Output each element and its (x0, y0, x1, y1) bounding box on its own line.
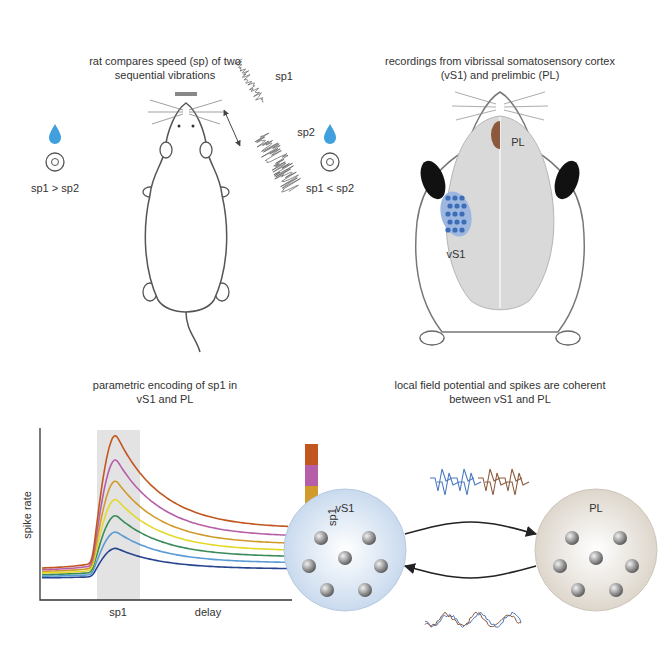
rat-eye (178, 125, 181, 128)
neuron (625, 559, 639, 573)
colorbar-cell (305, 465, 318, 486)
barrel (459, 227, 464, 232)
neuron (589, 551, 603, 565)
neuron (338, 551, 352, 565)
neuron (314, 531, 328, 545)
spike-waveform (437, 473, 459, 495)
text-label: sp2 (297, 125, 315, 139)
port (327, 159, 334, 166)
rat-tail (186, 312, 200, 352)
text-label: spike rate (20, 491, 34, 539)
panel-heading: parametric encoding of sp1 in vS1 and PL (85, 378, 245, 406)
paw (420, 331, 444, 345)
region-name: vS1 (283, 488, 407, 514)
lfp-trace (425, 612, 521, 627)
reward-port (321, 124, 339, 171)
barrel (452, 227, 457, 232)
rat-ear (200, 142, 212, 158)
spike-waveform (452, 469, 474, 491)
barrel (452, 195, 457, 200)
text-label: PL (511, 135, 524, 149)
paw (556, 331, 580, 345)
water-drop (49, 124, 61, 144)
pl-region (491, 121, 500, 149)
stimulus-probe (175, 92, 197, 96)
barrel (445, 211, 450, 216)
text-label: vS1 (447, 247, 466, 261)
barrel (447, 203, 452, 208)
reward-port (46, 124, 64, 171)
spike-waveform (500, 469, 522, 491)
barrel (447, 219, 452, 224)
head-outline (416, 92, 585, 332)
region-circle: PL (534, 488, 658, 612)
vibrations (234, 59, 304, 195)
rate-curve (42, 481, 288, 571)
text-label: sp1 (275, 69, 293, 83)
brain-figure (416, 92, 585, 345)
neuron (613, 531, 627, 545)
barrel (461, 203, 466, 208)
rat-ear (160, 142, 172, 158)
rate-curve (42, 436, 288, 568)
rate-curve (42, 460, 288, 570)
neuron (609, 583, 623, 597)
barrel (459, 195, 464, 200)
rat-eye (192, 125, 195, 128)
ear (550, 157, 584, 202)
water-drop (324, 124, 336, 144)
spike-waveform (430, 469, 452, 491)
barrel (459, 211, 464, 216)
neuron (302, 559, 316, 573)
lfp-trace (425, 612, 521, 626)
neuron (571, 583, 585, 597)
text-label: sp1 < sp2 (306, 181, 354, 195)
text-label: sp1 (109, 605, 127, 619)
rate-curves (42, 436, 288, 578)
port (321, 153, 339, 171)
barrel (445, 227, 450, 232)
barrel (445, 195, 450, 200)
barrel (454, 219, 459, 224)
port (46, 153, 64, 171)
rat-body (145, 103, 226, 312)
panel-heading: recordings from vibrissal somatosensory … (384, 54, 616, 82)
rat-figure (143, 92, 229, 352)
neuron (565, 531, 579, 545)
neuron (362, 531, 376, 545)
axes (40, 428, 292, 600)
circle-outline (535, 489, 657, 611)
vs1-region (436, 188, 477, 240)
text-label: sp1 (325, 508, 339, 526)
barrel (452, 211, 457, 216)
text-label: delay (195, 605, 221, 619)
vibration-trace (252, 129, 304, 195)
spike-waveforms (430, 469, 529, 495)
text-label: sp1 > sp2 (31, 181, 79, 195)
panel-heading: rat compares speed (sp) of two sequentia… (70, 54, 260, 82)
panel-heading: local field potential and spikes are coh… (394, 378, 606, 406)
region-circle: vS1 (283, 488, 407, 612)
spike-waveform (459, 473, 481, 495)
spike-waveform (478, 469, 500, 491)
stimulus-arrow (224, 110, 240, 146)
lfp-traces (425, 612, 521, 627)
barrel (461, 219, 466, 224)
colorbar-cell (305, 444, 318, 465)
brain (446, 116, 554, 310)
coupling-arrow (405, 522, 536, 534)
region-name: PL (534, 488, 658, 514)
whiskers (148, 100, 224, 124)
neuron (374, 559, 388, 573)
neuron (320, 583, 334, 597)
spike-waveform (485, 473, 507, 495)
coupling-arrow (405, 566, 536, 578)
port (52, 159, 59, 166)
spike-waveform (507, 473, 529, 495)
vs1-region (436, 188, 477, 240)
neuron (358, 583, 372, 597)
circle-outline (284, 489, 406, 611)
neuron (553, 559, 567, 573)
barrel (454, 203, 459, 208)
